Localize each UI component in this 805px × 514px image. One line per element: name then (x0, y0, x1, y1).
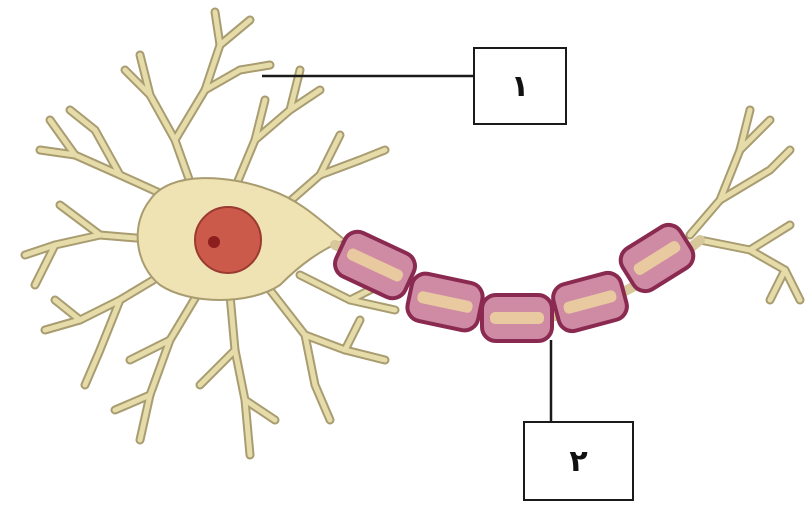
label-box-2: ٢ (523, 421, 634, 501)
nucleolus (208, 236, 220, 248)
label-2-text: ٢ (569, 444, 587, 479)
nucleus (195, 207, 261, 273)
label-1-text: ١ (511, 69, 529, 104)
myelin-sheath (330, 220, 698, 341)
label-box-1: ١ (473, 47, 567, 125)
